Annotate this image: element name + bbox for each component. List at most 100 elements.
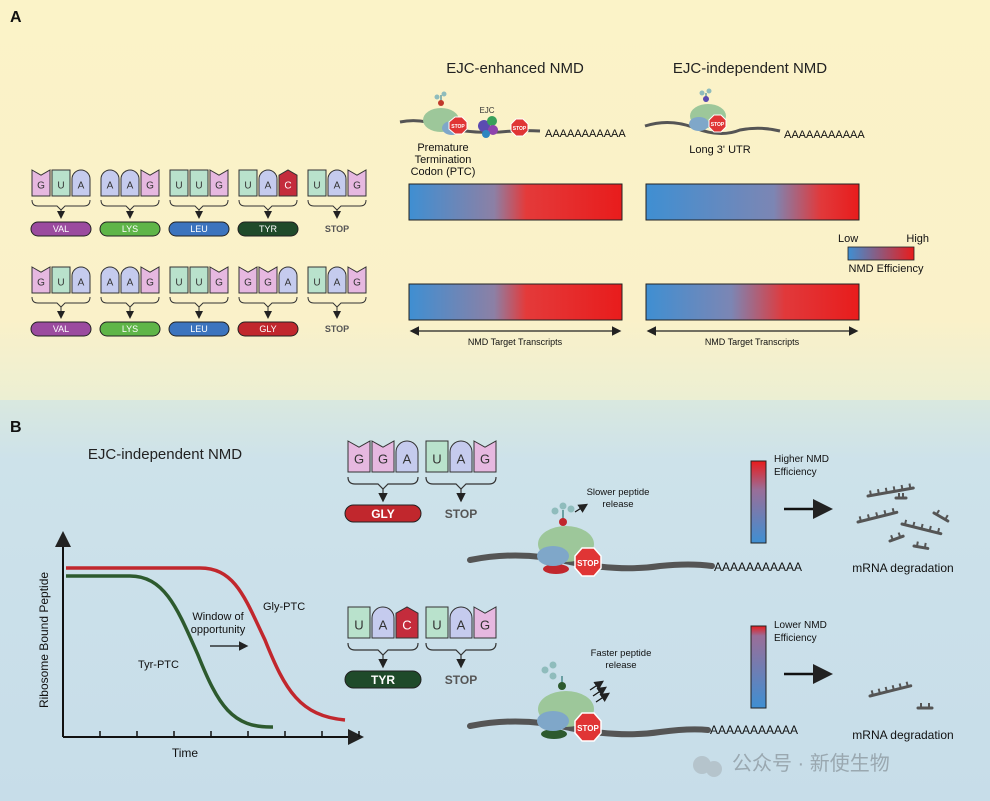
nucleotide-letter: A xyxy=(127,181,134,192)
mrna-fragment-base xyxy=(884,686,888,693)
mrna-fragment-base xyxy=(944,514,949,520)
amino-acid-label: LYS xyxy=(122,324,138,334)
nucleotide-block xyxy=(31,169,51,197)
nucleotide-letter: U xyxy=(57,181,64,192)
stop-sign-icon xyxy=(574,547,602,577)
mrna-fragment-base xyxy=(884,487,888,493)
amino-acid-label: STOP xyxy=(445,507,477,521)
nucleotide-block xyxy=(307,169,327,197)
amino-acid-label: LYS xyxy=(122,224,138,234)
ribosome-peptide-plot: Ribosome Bound Peptide Time Window of op… xyxy=(37,531,364,760)
nucleotide-letter: G xyxy=(146,278,154,289)
x-axis-label: Time xyxy=(172,746,199,760)
nucleotide-letter: C xyxy=(284,181,291,192)
stop-sign-icon xyxy=(574,712,602,742)
nucleotide-block xyxy=(51,169,71,197)
nucleotide-block xyxy=(71,169,91,197)
mrna-fragment-backbone xyxy=(866,486,915,498)
stop-sign-text: STOP xyxy=(451,124,465,130)
nucleotide-block xyxy=(209,266,229,294)
mrna-fragment-base xyxy=(900,484,904,491)
mrna-fragments-few xyxy=(868,681,934,710)
mrna-degradation-label: mRNA degradation xyxy=(852,728,953,742)
nucleotide-letter: A xyxy=(285,278,292,289)
nucleotide-letter: U xyxy=(244,181,251,192)
faster-release-label: Faster peptide xyxy=(591,648,652,659)
nucleotide-letter: U xyxy=(195,278,202,289)
nucleotide-letter: A xyxy=(265,181,272,192)
nucleotide-block xyxy=(189,169,209,197)
x-axis-ticks xyxy=(99,731,360,737)
nucleotide-letter: U xyxy=(175,181,182,192)
nucleotide-letter: A xyxy=(379,617,388,632)
stop-sign-icon xyxy=(708,114,727,133)
amino-acid-pill xyxy=(168,221,230,237)
amino-acid-label: VAL xyxy=(53,224,69,234)
nucleotide-block xyxy=(371,440,395,473)
nucleotide-block xyxy=(258,169,278,197)
mrna-fragment-base xyxy=(869,490,872,496)
mrna-fragment-base xyxy=(891,507,895,514)
amino-acid-pill xyxy=(99,321,161,337)
utr-label: Long 3' UTR xyxy=(689,144,750,156)
mrna-fragment-base xyxy=(905,681,909,687)
stop-sign-text: STOP xyxy=(577,559,599,568)
slower-release-label: release xyxy=(602,499,633,510)
nucleotide-block xyxy=(347,440,371,473)
mrna-strand xyxy=(644,121,781,135)
heatbar-ejc-independent-ptc xyxy=(645,183,860,221)
nucleotide-block xyxy=(238,169,258,197)
mrna-fragment xyxy=(856,507,899,524)
amino-acid-pill xyxy=(237,221,299,237)
window-label: opportunity xyxy=(191,624,246,636)
mrna-fragment xyxy=(912,541,930,550)
nmd-efficiency-legend: Low High NMD Efficiency xyxy=(838,233,929,275)
tyr-ptc-label: Tyr-PTC xyxy=(138,659,179,671)
mrna-fragment-backbone xyxy=(856,510,899,524)
nucleotide-block xyxy=(307,266,327,294)
stop-sign-icon xyxy=(448,116,468,135)
nucleotide-letter: A xyxy=(334,278,341,289)
target-transcripts-label: NMD Target Transcripts xyxy=(468,337,563,347)
peptide-icon xyxy=(438,100,444,106)
nucleotide-block xyxy=(31,266,51,294)
nucleotide-letter: G xyxy=(37,278,45,289)
mrna-fragment-base xyxy=(891,684,895,691)
nucleotide-block xyxy=(473,440,497,473)
nucleotide-letter: G xyxy=(480,617,490,632)
nucleotide-letter: U xyxy=(57,278,64,289)
nucleotide-letter: A xyxy=(457,451,466,466)
amino-acid-label: TYR xyxy=(371,673,395,687)
amino-acid-label: GLY xyxy=(259,324,276,334)
ejc-label: EJC xyxy=(479,106,494,115)
mrna-fragment-base xyxy=(890,534,894,541)
peptide-icon xyxy=(703,96,709,102)
mrna-fragments-many xyxy=(856,483,950,550)
mrna-fragment-base xyxy=(892,486,896,492)
mrna-fragment-backbone xyxy=(868,684,913,698)
mrna-fragment-base xyxy=(920,523,924,530)
amino-acid-pill xyxy=(30,221,92,237)
nucleotide-letter: G xyxy=(37,181,45,192)
nucleotide-letter: G xyxy=(480,451,490,466)
mrna-degradation-label: mRNA degradation xyxy=(852,561,953,575)
amino-acid-label: VAL xyxy=(53,324,69,334)
nucleotide-letter: U xyxy=(354,617,363,632)
mrna-fragment xyxy=(900,519,943,536)
nucleotide-block xyxy=(347,169,367,197)
nucleotide-block xyxy=(449,606,473,639)
nucleotide-letter: U xyxy=(195,181,202,192)
mrna-fragment xyxy=(916,703,934,710)
slower-release-label: Slower peptide xyxy=(587,487,650,498)
higher-efficiency-bar xyxy=(750,460,767,544)
amino-acid-label: GLY xyxy=(371,507,395,521)
mrna-fragment xyxy=(894,493,908,500)
nucleotide-letter: A xyxy=(403,451,412,466)
nucleotide-letter: G xyxy=(215,278,223,289)
panel-b-title: EJC-independent NMD xyxy=(88,446,242,463)
ribosome-footprint xyxy=(543,564,569,574)
nucleotide-block xyxy=(209,169,229,197)
gly-ptc-label: Gly-PTC xyxy=(263,601,305,613)
mrna-fragment-base xyxy=(858,516,862,522)
